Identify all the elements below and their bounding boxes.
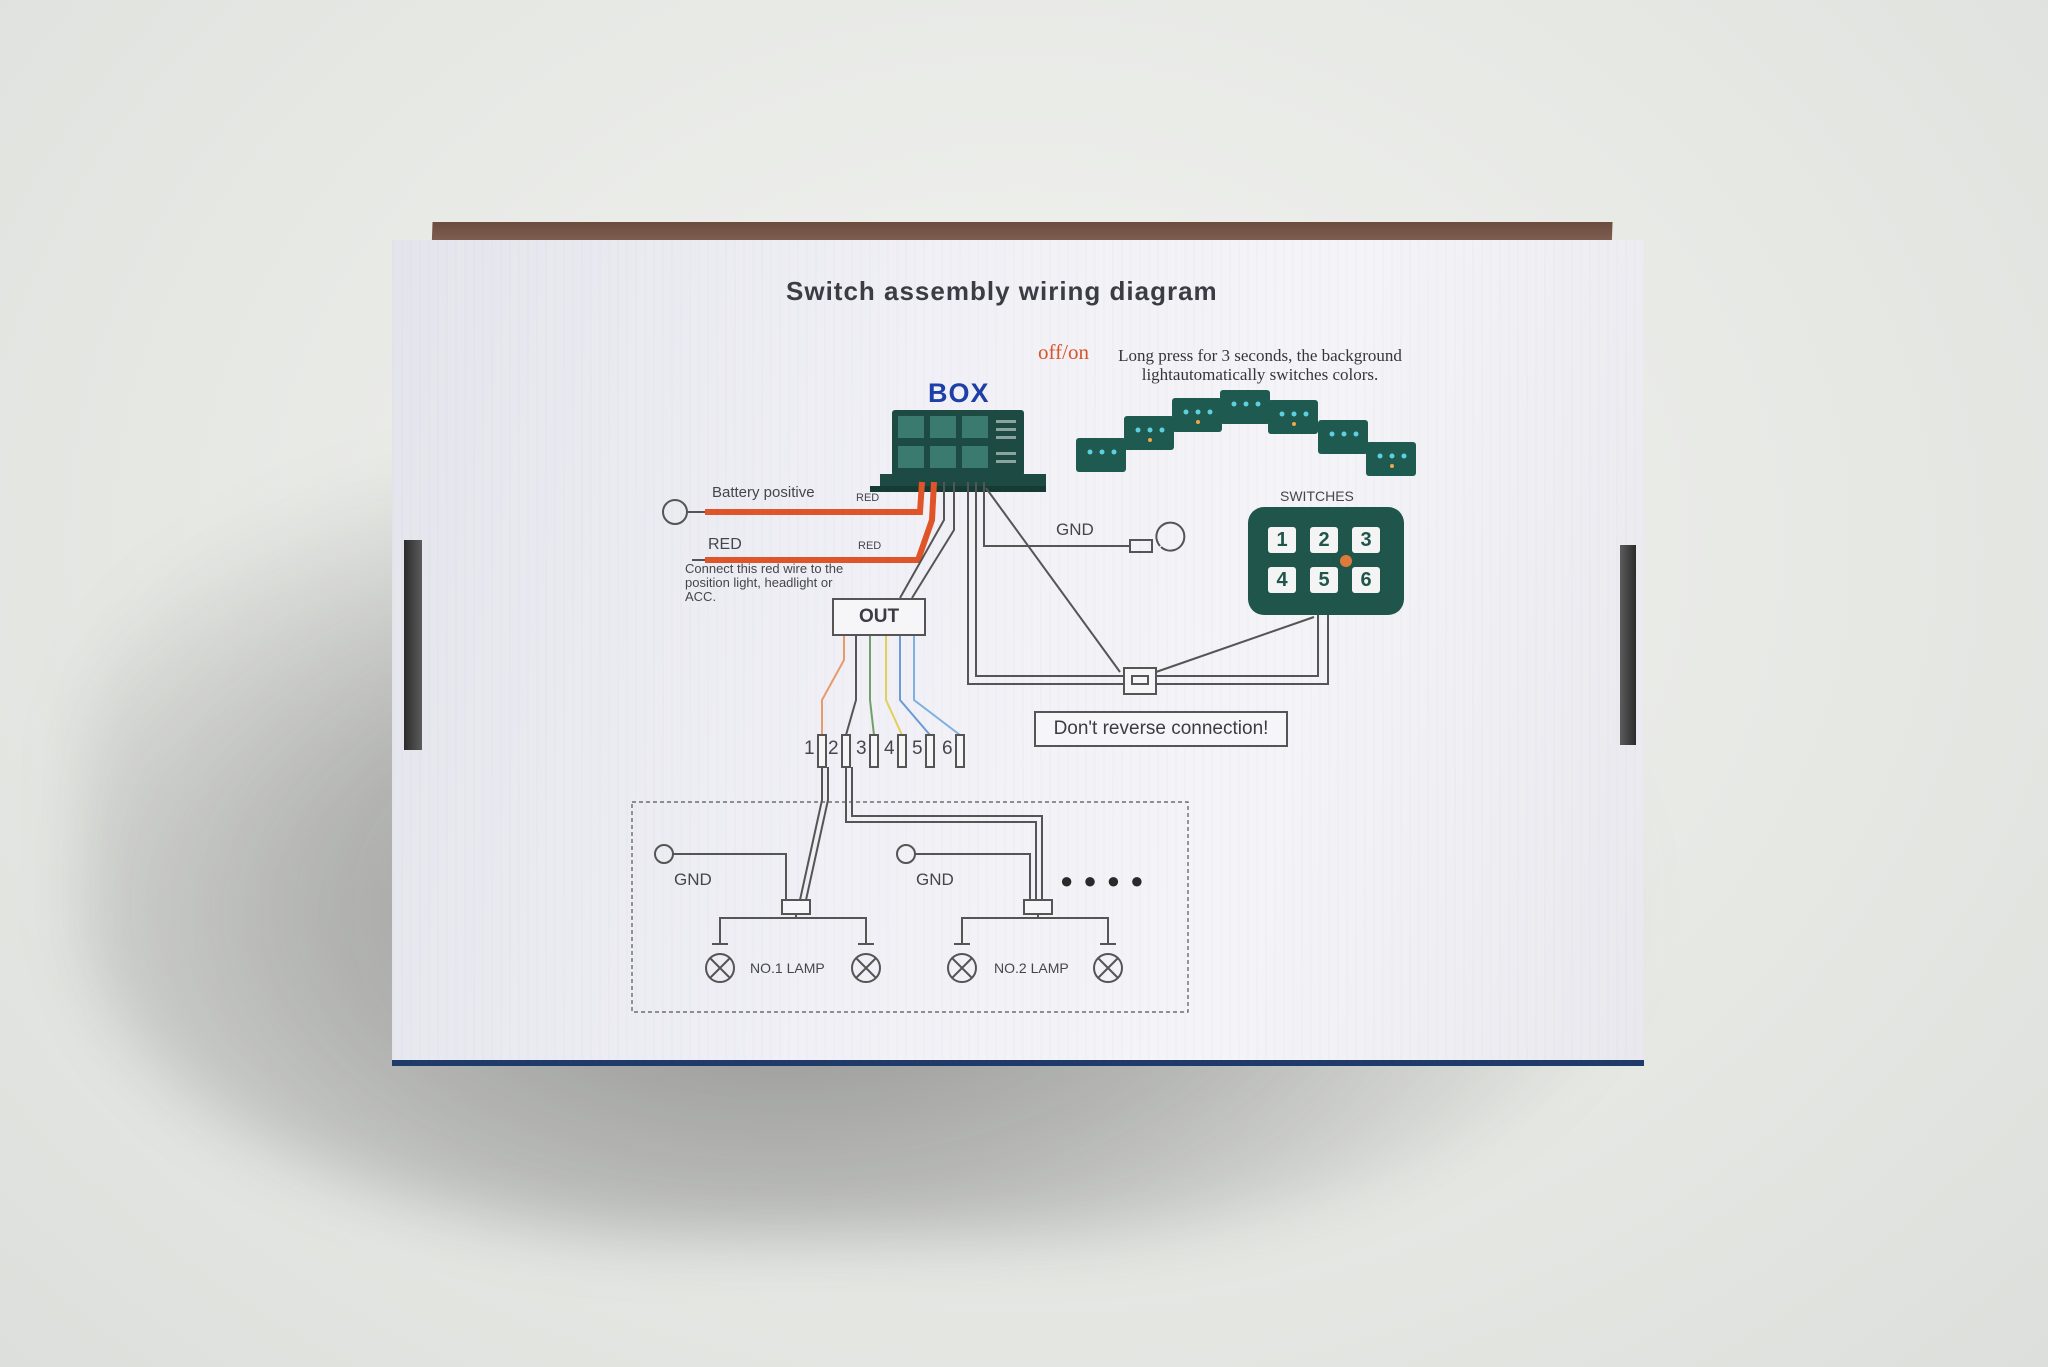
box-side-tab-right xyxy=(1620,545,1636,745)
red-label: RED xyxy=(708,536,742,553)
box-side-tab-left xyxy=(404,540,422,750)
longpress-note: Long press for 3 seconds, the background… xyxy=(1118,346,1402,384)
gnd-2-label: GND xyxy=(916,870,954,889)
red-wire-note: Connect this red wire to the position li… xyxy=(685,561,844,604)
output-number-5: 5 xyxy=(912,738,923,759)
switch-key-3: 3 xyxy=(1352,527,1380,553)
red-tag-2: RED xyxy=(858,540,882,552)
gnd-top-label: GND xyxy=(1056,520,1094,539)
diagram-title: Switch assembly wiring diagram xyxy=(786,276,1218,306)
more-outputs-dots: ● ● ● ● xyxy=(1060,868,1146,893)
switch-key-2: 2 xyxy=(1310,527,1338,553)
control-box-module xyxy=(870,410,1046,492)
backlight-color-strip xyxy=(1076,390,1416,476)
output-number-4: 4 xyxy=(884,738,895,759)
lamp-2-label: NO.2 LAMP xyxy=(994,960,1069,976)
warning-label: Don't reverse connection! xyxy=(1034,711,1288,747)
gnd-1-label: GND xyxy=(674,870,712,889)
lamp-1-label: NO.1 LAMP xyxy=(750,960,825,976)
switch-led xyxy=(1340,555,1352,567)
box-label: BOX xyxy=(928,378,990,408)
switches-label: SWITCHES xyxy=(1280,488,1354,504)
switch-panel: 1 2 3 4 5 6 xyxy=(1248,507,1404,615)
output-number-2: 2 xyxy=(828,738,839,759)
out-connector: OUT xyxy=(832,598,926,636)
switch-key-1: 1 xyxy=(1268,527,1296,553)
switch-key-5: 5 xyxy=(1310,567,1338,593)
output-number-3: 3 xyxy=(856,738,867,759)
battery-positive-label: Battery positive xyxy=(712,484,815,501)
offon-label: off/on xyxy=(1038,340,1089,364)
switch-key-6: 6 xyxy=(1352,567,1380,593)
switch-key-4: 4 xyxy=(1268,567,1296,593)
red-wires xyxy=(705,481,937,563)
output-number-6: 6 xyxy=(942,738,953,759)
red-tag-1: RED xyxy=(856,492,880,504)
box-face xyxy=(392,240,1644,1060)
output-number-1: 1 xyxy=(804,738,815,759)
